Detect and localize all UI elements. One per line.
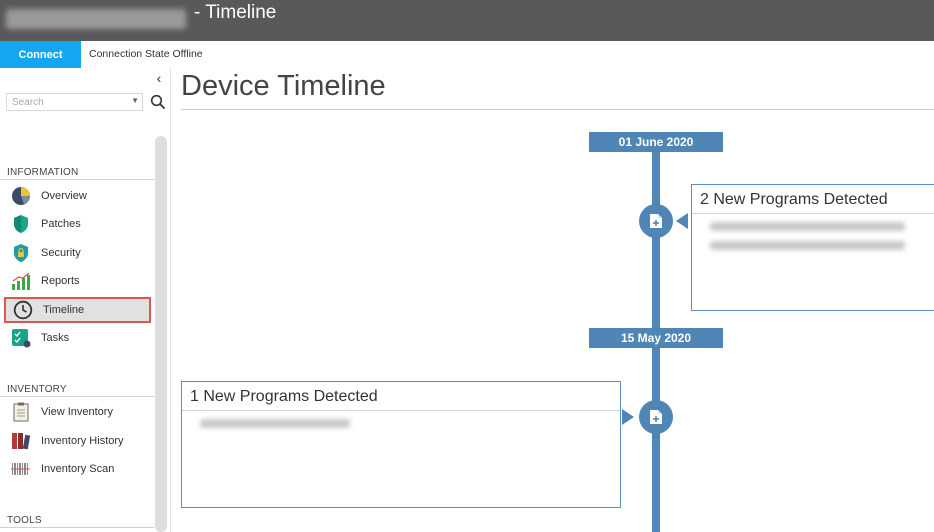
connection-state: Connection State Offline [89, 48, 203, 60]
sidebar-item-label: Overview [41, 190, 87, 202]
section-information: INFORMATION [7, 167, 79, 178]
connect-button[interactable]: Connect [0, 41, 81, 68]
clipboard-icon [10, 401, 32, 423]
device-name-redacted [6, 9, 186, 29]
sidebar-item-label: Security [41, 247, 81, 259]
sidebar-item-security[interactable]: Security [10, 240, 150, 266]
window-title: - Timeline [194, 2, 277, 23]
sidebar-item-inventory-scan[interactable]: Inventory Scan [10, 456, 150, 482]
sidebar-item-overview[interactable]: Overview [10, 183, 150, 209]
sidebar-item-label: Tasks [41, 332, 70, 344]
pie-chart-icon [10, 185, 32, 207]
window-titlebar: - Timeline [0, 0, 934, 41]
sidebar-item-patches[interactable]: Patches [10, 211, 150, 237]
timeline-card[interactable]: 2 New Programs Detected [691, 184, 934, 311]
search-icon[interactable] [150, 94, 166, 110]
redacted-program-entry [200, 419, 350, 428]
date-text: 15 May 2020 [620, 331, 692, 345]
add-document-icon [650, 410, 662, 424]
section-inventory: INVENTORY [7, 384, 67, 395]
sidebar-item-reports[interactable]: Reports [10, 268, 150, 294]
bar-chart-icon [10, 270, 32, 292]
sidebar-scrollbar[interactable] [155, 136, 167, 532]
sidebar-item-label: Inventory History [41, 435, 124, 447]
clock-icon [12, 299, 34, 321]
card-title: 1 New Programs Detected [182, 382, 620, 411]
chevron-down-icon[interactable]: ▼ [131, 96, 139, 105]
connection-bar: Connect Connection State Offline [0, 41, 934, 68]
date-text: 01 June 2020 [618, 135, 694, 149]
redacted-program-entry [710, 241, 905, 250]
title-divider [181, 109, 934, 110]
search-input[interactable]: Search ▼ [6, 93, 143, 111]
sidebar-item-label: View Inventory [41, 406, 113, 418]
card-title: 2 New Programs Detected [692, 185, 934, 214]
timeline-node[interactable] [639, 204, 673, 238]
sidebar-item-label: Inventory Scan [41, 463, 115, 475]
sidebar: ‹ Search ▼ INFORMATION Overview Patches [0, 68, 171, 532]
divider [0, 527, 154, 528]
divider [0, 396, 154, 397]
sidebar-item-label: Patches [41, 218, 81, 230]
lock-shield-icon [10, 242, 32, 264]
sidebar-item-label: Reports [41, 275, 80, 287]
sidebar-item-inventory-history[interactable]: Inventory History [10, 428, 150, 454]
card-pointer [676, 213, 688, 229]
sidebar-item-label: Timeline [43, 304, 85, 316]
add-document-icon [650, 214, 662, 228]
timeline-date-label: 15 May 2020 [589, 328, 723, 348]
timeline-card[interactable]: 1 New Programs Detected [181, 381, 621, 508]
shield-icon [10, 213, 32, 235]
binders-icon [10, 430, 32, 452]
search-placeholder: Search [12, 97, 44, 108]
checklist-icon [10, 327, 32, 349]
sidebar-item-view-inventory[interactable]: View Inventory [10, 399, 150, 425]
section-tools: TOOLS [7, 515, 42, 526]
divider [0, 179, 154, 180]
redacted-program-entry [710, 222, 905, 231]
timeline-node[interactable] [639, 400, 673, 434]
collapse-sidebar-icon[interactable]: ‹ [156, 70, 162, 86]
page-title: Device Timeline [181, 70, 386, 102]
card-pointer [622, 409, 634, 425]
barcode-icon [10, 458, 32, 480]
sidebar-item-tasks[interactable]: Tasks [10, 325, 150, 351]
sidebar-item-timeline[interactable]: Timeline [4, 297, 151, 323]
timeline-date-label: 01 June 2020 [589, 132, 723, 152]
